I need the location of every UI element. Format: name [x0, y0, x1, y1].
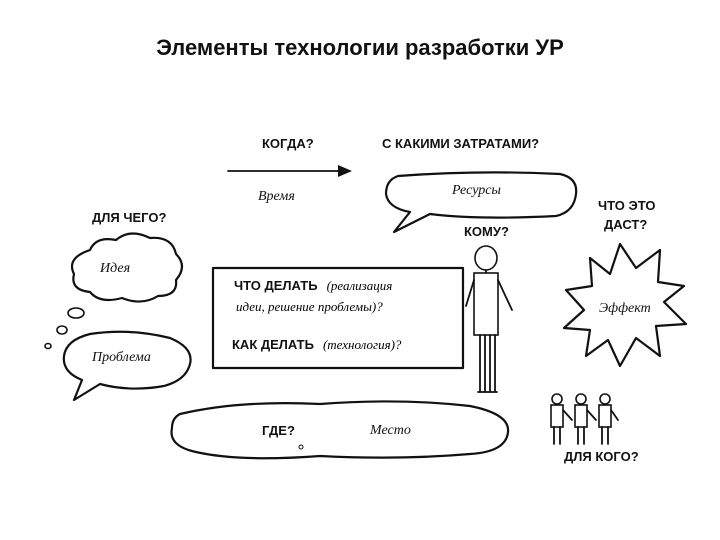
label-komu: КОМУ? [464, 224, 509, 239]
thought-bubble-large [67, 307, 85, 319]
people-group-icon [550, 393, 619, 445]
problem-speech-bubble [62, 330, 192, 402]
effect-starburst [562, 242, 688, 368]
person-figure-icon [465, 245, 513, 393]
label-chto-eto-dast-line2: ДАСТ? [604, 217, 647, 232]
label-chto-eto-dast-line1: ЧТО ЭТО [598, 198, 655, 213]
label-ideya: Идея [99, 261, 130, 276]
label-gde: ГДЕ? [262, 423, 295, 438]
time-arrow [227, 165, 352, 177]
resources-speech-bubble [384, 171, 578, 234]
center-line-2: идеи, решение проблемы)? [236, 299, 383, 314]
label-dlya-chego: ДЛЯ ЧЕГО? [92, 210, 166, 225]
small-dot [298, 444, 304, 450]
label-dlya-kogo: ДЛЯ КОГО? [564, 449, 639, 464]
center-line-3: КАК ДЕЛАТЬ (технология)? [232, 336, 402, 353]
label-s-kakimi-zatratami: С КАКИМИ ЗАТРАТАМИ? [382, 136, 539, 151]
label-mesto: Место [369, 423, 411, 438]
label-kogda: КОГДА? [262, 136, 314, 151]
center-line-1: ЧТО ДЕЛАТЬ (реализация [234, 277, 392, 294]
idea-thought-cloud [70, 232, 184, 303]
label-problema: Проблема [91, 350, 151, 365]
slide-title: Элементы технологии разработки УР [156, 35, 564, 60]
thought-bubble-medium [56, 325, 68, 335]
label-effekt: Эффект [599, 301, 651, 316]
center-box [211, 266, 465, 370]
label-vremya: Время [258, 189, 295, 204]
place-blob [170, 400, 510, 460]
label-resursy: Ресурсы [451, 183, 501, 198]
thought-bubble-small [44, 342, 52, 350]
